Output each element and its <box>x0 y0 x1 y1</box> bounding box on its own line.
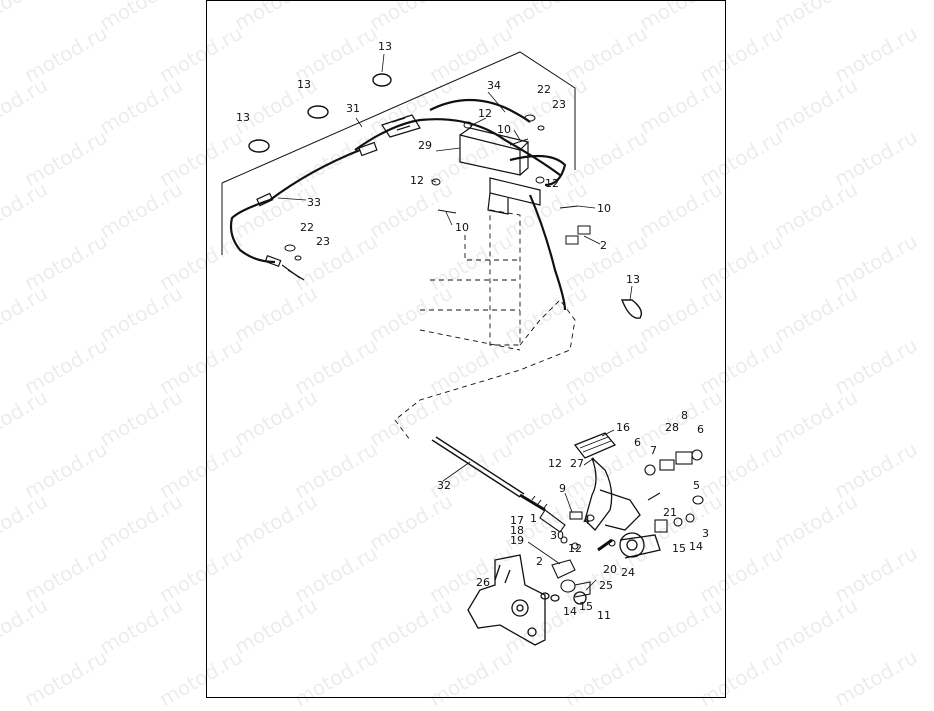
callout-13-a: 13 <box>378 40 392 53</box>
callout-10-c: 10 <box>455 221 469 234</box>
callout-34: 34 <box>487 79 501 92</box>
callout-29: 29 <box>418 139 432 152</box>
callout-18: 18 <box>510 524 524 537</box>
rear-panel-outline <box>221 51 576 255</box>
callout-9: 9 <box>559 482 566 495</box>
callout-22-a: 22 <box>537 83 551 96</box>
callout-17: 17 <box>510 514 524 527</box>
callout-16: 16 <box>616 421 630 434</box>
callout-24: 24 <box>621 566 635 579</box>
callout-23-a: 23 <box>552 98 566 111</box>
callout-13-b: 13 <box>297 78 311 91</box>
callout-21: 21 <box>663 506 677 519</box>
lower-cable-33 <box>229 148 361 264</box>
callout-30: 30 <box>550 529 564 542</box>
callout-28: 28 <box>665 421 679 434</box>
callout-25: 25 <box>599 579 613 592</box>
shift-rod-32 <box>431 436 548 512</box>
callout-2-a: 2 <box>600 239 607 252</box>
leader-lines <box>277 53 633 591</box>
diagram-frame <box>206 0 726 698</box>
linkage-hardware-right <box>644 449 704 533</box>
callout-15-a: 15 <box>672 542 686 555</box>
callout-6-a: 6 <box>634 436 641 449</box>
callout-8: 8 <box>681 409 688 422</box>
callout-14-a: 14 <box>689 540 703 553</box>
callout-15-b: 15 <box>579 600 593 613</box>
control-module-29 <box>459 127 541 215</box>
callout-4: 4 <box>583 514 590 527</box>
callout-32: 32 <box>437 479 451 492</box>
callout-33: 33 <box>307 196 321 209</box>
callout-1: 1 <box>530 512 537 525</box>
clamp-13-parts <box>248 73 643 319</box>
callout-12-c: 12 <box>545 177 559 190</box>
callout-22-b: 22 <box>300 221 314 234</box>
callout-11: 11 <box>597 609 611 622</box>
callout-10-a: 10 <box>497 123 511 136</box>
callout-31: 31 <box>346 102 360 115</box>
callout-14-b: 14 <box>563 605 577 618</box>
callout-12-a: 12 <box>478 107 492 120</box>
cable-junction-boots <box>358 114 421 157</box>
callout-2-b: 2 <box>536 555 543 568</box>
callout-6-b: 6 <box>697 423 704 436</box>
callout-23-b: 23 <box>316 235 330 248</box>
callout-3: 3 <box>702 527 709 540</box>
callout-13-c: 13 <box>236 111 250 124</box>
callout-12-e: 12 <box>568 542 582 555</box>
callout-27: 27 <box>570 457 584 470</box>
callout-10-b: 10 <box>597 202 611 215</box>
callout-19: 19 <box>510 534 524 547</box>
shift-linkage-center <box>539 509 616 598</box>
callout-13-d: 13 <box>626 273 640 286</box>
callout-5: 5 <box>693 479 700 492</box>
callout-12-d: 12 <box>548 457 562 470</box>
brake-pedal-assembly <box>573 432 661 559</box>
phantom-chassis-lines <box>394 209 576 441</box>
callout-26: 26 <box>476 576 490 589</box>
shifter-bracket-26 <box>467 554 587 646</box>
callout-12-b: 12 <box>410 174 424 187</box>
cable-ferrules <box>256 192 305 281</box>
callout-20: 20 <box>603 563 617 576</box>
callout-7: 7 <box>650 444 657 457</box>
